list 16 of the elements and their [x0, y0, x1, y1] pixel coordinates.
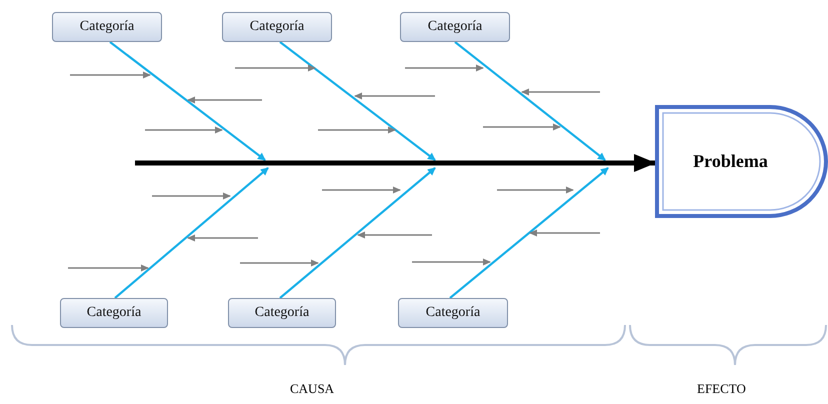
category-box: Categoría — [52, 12, 162, 42]
arrow — [279, 167, 436, 299]
arrow — [449, 167, 609, 299]
arrow — [109, 41, 266, 161]
category-box: Categoría — [228, 298, 336, 328]
brace-label: EFECTO — [697, 381, 746, 397]
arrow — [114, 167, 269, 299]
brace-label: CAUSA — [290, 381, 334, 397]
arrow — [279, 41, 436, 161]
effect-box: Problema — [655, 105, 828, 218]
category-box: Categoría — [398, 298, 508, 328]
arrow — [135, 154, 656, 172]
category-box: Categoría — [222, 12, 332, 42]
category-box: Categoría — [60, 298, 168, 328]
category-box: Categoría — [400, 12, 510, 42]
arrow — [454, 41, 606, 161]
